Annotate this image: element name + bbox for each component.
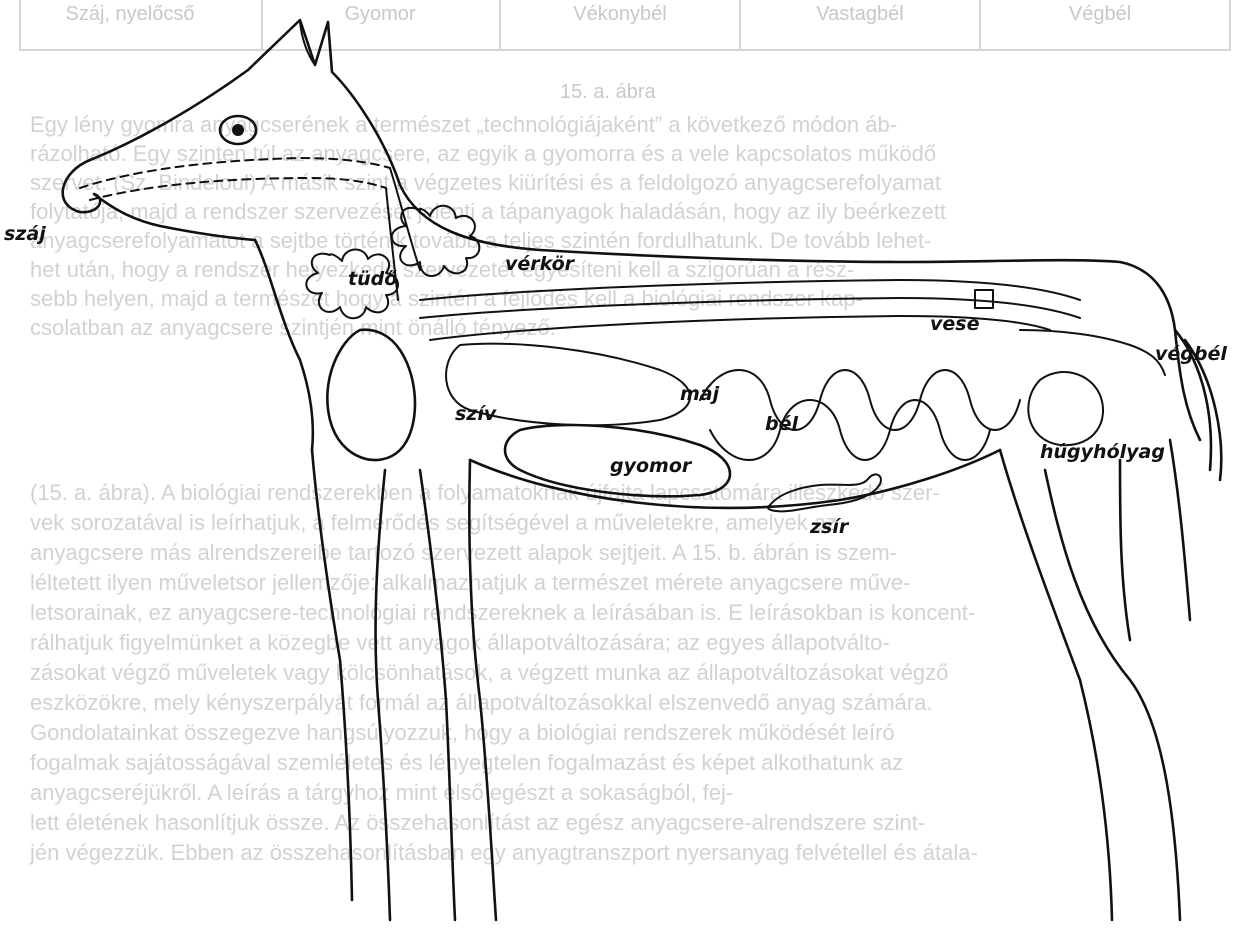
- background-line: csolatban az anyagcsere szintjén mint ön…: [30, 315, 556, 340]
- background-line: anyagcseréjükről. A leírás a tárgyhoz mi…: [30, 780, 733, 805]
- label-sziv: szív: [455, 403, 497, 425]
- background-line: vek sorozatával is leírhatjuk, a felmérő…: [30, 510, 837, 535]
- table-cell: Vékonybél: [573, 3, 666, 25]
- heart: [327, 330, 415, 460]
- background-line: Egy lény gyomra anyagcserének a természe…: [30, 112, 897, 137]
- table-cell: Száj, nyelőcső: [66, 3, 195, 25]
- background-line: Gondolatainkat összegezve hangsúlyozzuk,…: [30, 720, 895, 745]
- label-verkor: vérkör: [505, 253, 576, 275]
- rectum: [1020, 330, 1165, 375]
- background-line: rázolható. Egy szinten túl az anyagcsere…: [30, 141, 936, 166]
- background-line: jén végezzük. Ebben az összehasonlításba…: [29, 840, 978, 865]
- background-line: folytatója, majd a rendszer szervezését …: [30, 199, 946, 224]
- label-vegbel: végbél: [1155, 343, 1227, 365]
- background-line: szervet. (Sz. Bindeloul) A másik szint a…: [30, 170, 941, 195]
- hind-leg-outline: [1000, 440, 1190, 920]
- label-zsir: zsír: [809, 516, 850, 538]
- label-tudo: tüdő: [348, 268, 397, 290]
- background-caption: 15. a. ábra: [560, 81, 657, 103]
- background-line: rálhatjuk figyelmünket a közegbe vett an…: [30, 630, 890, 655]
- background-line: zásokat végző műveletek vagy kölcsönhatá…: [30, 660, 948, 685]
- intestines: [700, 370, 1020, 460]
- background-paragraph: Egy lény gyomra anyagcserének a természe…: [29, 112, 978, 865]
- label-bel: bél: [765, 413, 798, 435]
- background-line: letsorainak, ez anyagcsere-technológiai …: [30, 600, 975, 625]
- label-szaj: száj: [4, 223, 46, 245]
- background-line: lett életének hasonlítjuk össze. Az össz…: [30, 810, 925, 835]
- table-cell: Vastagbél: [816, 3, 903, 25]
- background-page: Száj, nyelőcső Gyomor Vékonybél Vastagbé…: [20, 0, 1230, 865]
- table-cell: Gyomor: [344, 3, 415, 25]
- background-line: anyagcsere más alrendszereibe tartozó sz…: [30, 540, 897, 565]
- background-line: (15. a. ábra). A biológiai rendszerekben…: [30, 480, 940, 505]
- background-line: fogalmak sajátosságával szemléletes és l…: [30, 750, 903, 775]
- kidney: [975, 290, 993, 308]
- label-hugyholyag: húgyhólyag: [1040, 441, 1165, 463]
- table-cell: Végbél: [1069, 3, 1131, 25]
- background-table: Száj, nyelőcső Gyomor Vékonybél Vastagbé…: [20, 0, 1230, 50]
- label-gyomor: gyomor: [610, 455, 693, 477]
- bladder: [1028, 372, 1103, 445]
- label-maj: máj: [680, 383, 720, 405]
- label-vese: vese: [930, 313, 980, 335]
